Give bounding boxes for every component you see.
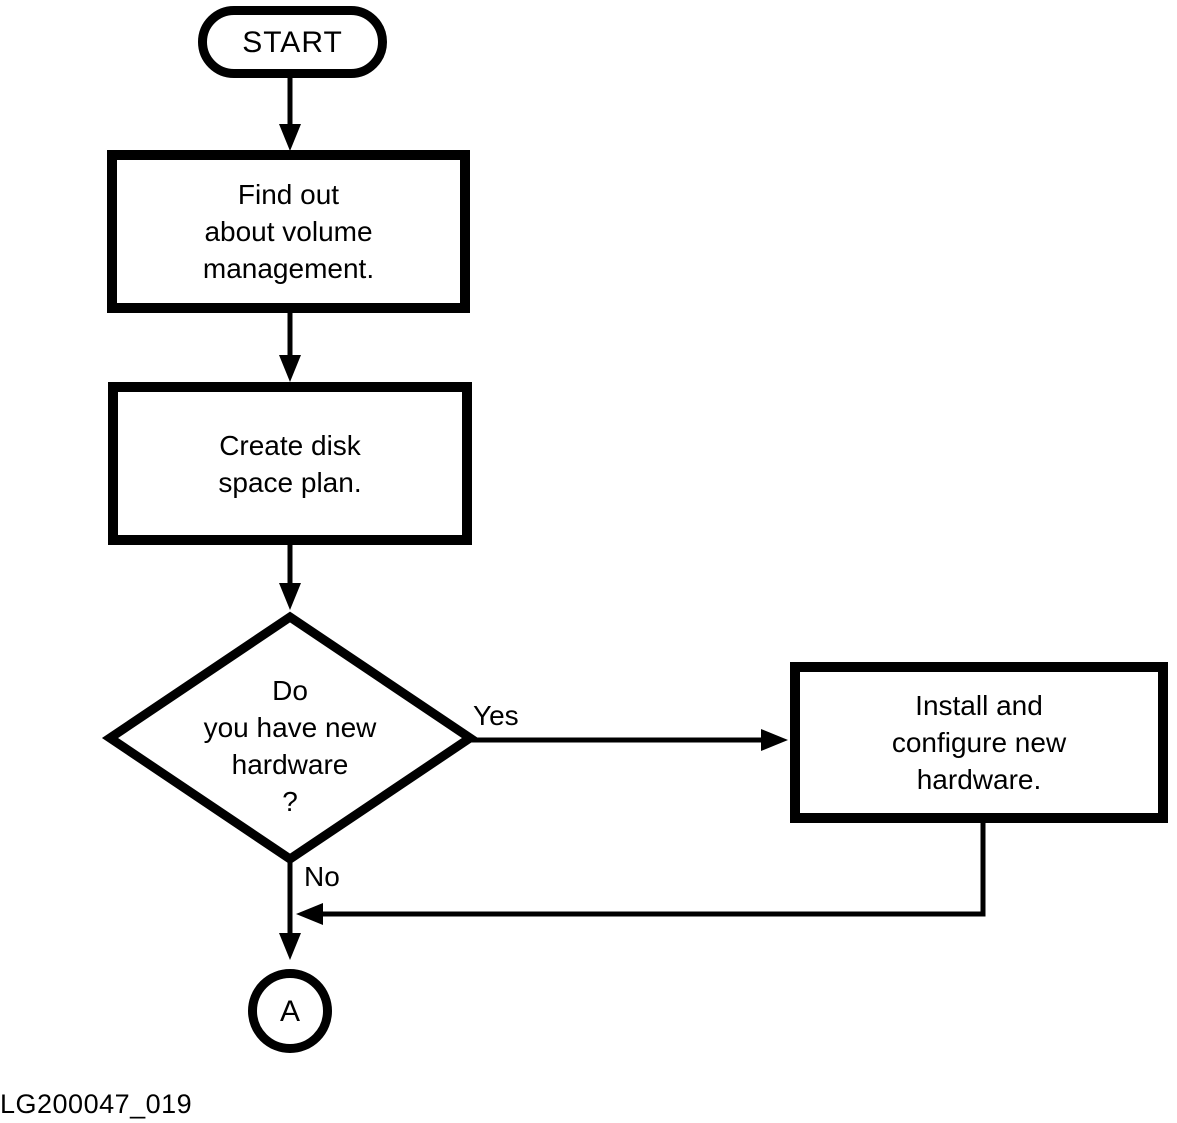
- process-install-configure-new-hardware: Install and configure new hardware.: [790, 662, 1168, 823]
- edge-label-no: No: [304, 861, 340, 892]
- arrowhead-down-icon: [279, 124, 301, 151]
- edge-create-plan-to-decision: [279, 545, 301, 610]
- decision-new-hardware-label: Do you have new hardware ?: [203, 675, 377, 817]
- edge-label-yes: Yes: [473, 700, 519, 731]
- process-find-out-about-volume-management: Find out about volume management.: [107, 150, 470, 313]
- arrowhead-right-icon: [761, 729, 788, 751]
- edge-start-to-find-out: [279, 78, 301, 151]
- edge-install-return-to-no-path: [296, 823, 986, 925]
- edge-decision-yes-to-install: [470, 729, 788, 751]
- edge-decision-no-to-connector: [279, 859, 301, 960]
- arrowhead-left-icon: [296, 903, 323, 925]
- connector-a-circle: A: [248, 969, 332, 1053]
- arrowhead-down-icon: [279, 355, 301, 382]
- start-terminator: START: [198, 6, 387, 78]
- figure-caption: LG200047_019: [0, 1089, 193, 1119]
- process-create-disk-space-plan: Create disk space plan.: [108, 382, 472, 545]
- arrowhead-down-icon: [279, 933, 301, 960]
- arrowhead-down-icon: [279, 583, 301, 610]
- edge-find-out-to-create-plan: [279, 313, 301, 382]
